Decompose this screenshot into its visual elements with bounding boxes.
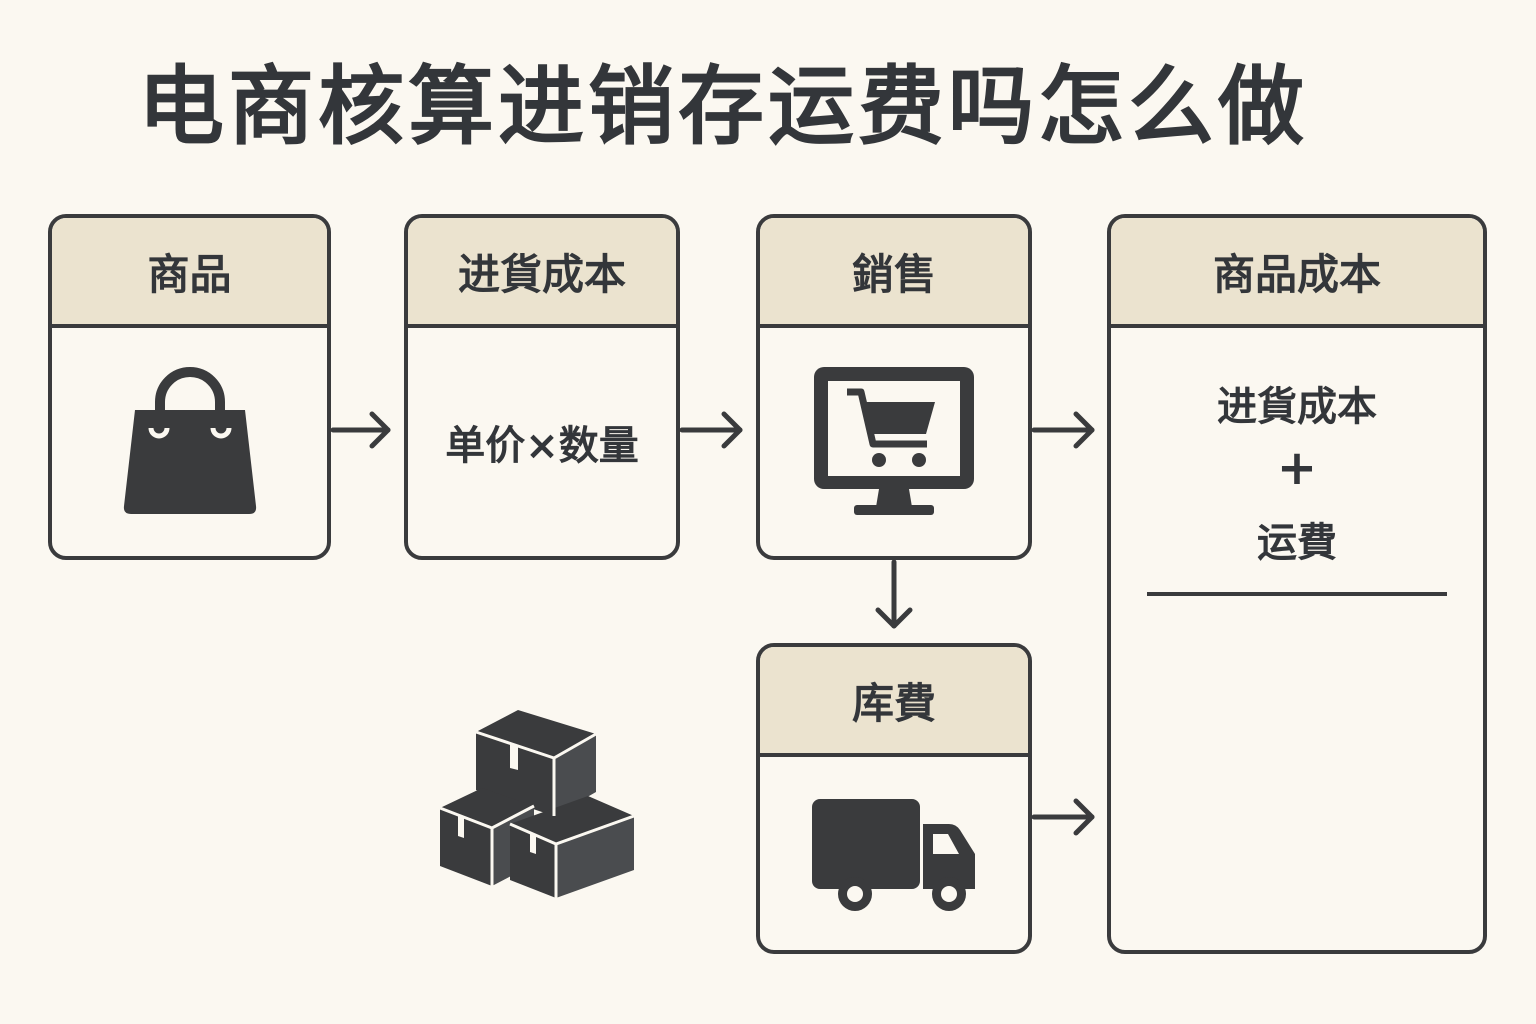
arrow-warehouse-to-product-cost — [1031, 798, 1095, 836]
purchase-cost-header: 进貨成本 — [408, 218, 676, 328]
delivery-truck-icon — [812, 798, 975, 911]
product-cost-line-purchase: 进貨成本 — [1217, 384, 1377, 430]
page-title: 电商核算进销存运费吗怎么做 — [138, 57, 1308, 157]
unit-price-times-quantity: 单价×数量 — [445, 423, 639, 469]
stacked-boxes-icon — [439, 710, 635, 898]
purchase-cost-box: 进貨成本 单价×数量 — [404, 214, 680, 560]
monitor-cart-icon — [814, 367, 974, 515]
sales-box: 銷售 — [756, 214, 1032, 560]
arrow-sales-to-product-cost — [1031, 411, 1095, 449]
product-cost-header: 商品成本 — [1111, 218, 1483, 328]
product-cost-line-shipping: 运費 — [1257, 520, 1337, 566]
plus-sign: + — [1276, 440, 1318, 496]
sum-underline — [1147, 592, 1447, 596]
arrow-purchase-to-sales — [679, 411, 743, 449]
shopping-bag-icon — [123, 367, 256, 514]
product-header: 商品 — [52, 218, 327, 328]
product-cost-box: 商品成本 进貨成本 + 运費 — [1107, 214, 1487, 954]
arrow-product-to-purchase — [330, 411, 391, 449]
arrow-sales-to-warehouse — [875, 559, 913, 629]
warehouse-fee-header: 库費 — [760, 647, 1028, 757]
warehouse-fee-box: 库費 — [756, 643, 1032, 954]
product-box: 商品 — [48, 214, 331, 560]
sales-header: 銷售 — [760, 218, 1028, 328]
